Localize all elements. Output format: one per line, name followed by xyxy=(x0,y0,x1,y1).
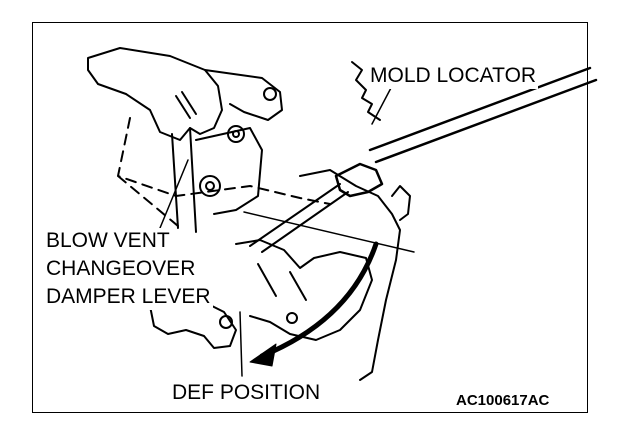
def-position-leader xyxy=(239,311,243,377)
reference-line xyxy=(243,211,415,253)
bracket-arm xyxy=(204,69,283,121)
blow-vent-label-line2: CHANGEOVER xyxy=(44,256,198,282)
lever-body xyxy=(171,127,197,233)
pivot-hole-upper xyxy=(227,125,245,143)
pivot-boss xyxy=(199,175,221,197)
bracket-slot xyxy=(175,91,197,119)
def-position-label: DEF POSITION xyxy=(170,380,323,406)
upper-bracket xyxy=(87,47,223,141)
mold-locator-tip xyxy=(249,183,349,253)
lower-hole-left xyxy=(219,315,233,329)
right-housing xyxy=(299,169,401,381)
damper-dashed-outline xyxy=(117,117,331,227)
lower-housing xyxy=(235,239,373,341)
mold-locator-head xyxy=(334,162,384,198)
def-arrowhead xyxy=(249,343,277,367)
mold-clip xyxy=(351,61,381,121)
figure-code: AC100617AC xyxy=(456,392,550,409)
mold-locator-leader xyxy=(371,85,393,125)
lower-rib xyxy=(257,263,307,301)
pivot-boss-inner xyxy=(205,181,215,191)
mold-locator-rod xyxy=(368,66,598,164)
pivot-plate xyxy=(195,127,263,215)
pivot-hole-upper-inner xyxy=(232,130,240,138)
bracket-hole xyxy=(263,87,277,101)
housing-flange xyxy=(391,185,411,221)
def-direction-arrow xyxy=(259,241,379,359)
blow-vent-leader xyxy=(159,159,189,229)
blow-vent-label-line1: BLOW VENT xyxy=(44,228,172,254)
mold-locator-label: MOLD LOCATOR xyxy=(368,63,539,89)
lower-hole-right xyxy=(286,312,298,324)
blow-vent-label-line3: DAMPER LEVER xyxy=(44,284,213,310)
